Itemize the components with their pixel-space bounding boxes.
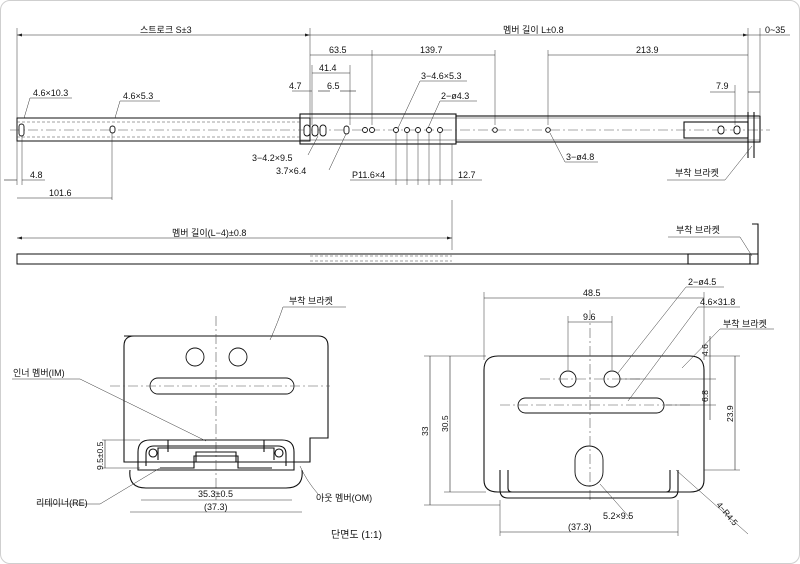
bracket-plate [123,335,329,463]
slot-4-6x5-3-label: 4.6×5.3 [123,91,153,101]
dimension-41-4: 41.4 [319,63,337,73]
slot-3-7x6-4-label: 3.7×6.4 [276,166,306,176]
end-range-dimension: 0~35 [765,25,785,35]
outer-member-label: 아웃 멤버(OM) [316,493,372,503]
bracket-label-detail: 부착 브라켓 [723,319,767,329]
bracket-dimension-9-6: 9.6 [583,312,596,322]
rail-body-right [455,115,761,143]
bracket-holes-2-dia4-5-label: 2−ø4.5 [688,277,716,287]
bracket-dimension-23-9: 23.9 [725,405,735,422]
dimension-12-7: 12.7 [458,170,476,180]
bracket-dimension-48-5: 48.5 [583,288,601,298]
inner-member-rail [16,117,311,142]
holes-3-dia4-8-label: 3−ø4.8 [566,152,594,162]
outer-member-section [137,439,295,471]
side-view: 멤버 길이(L−4)±0.8 부착 브라켓 [16,200,759,265]
slot-hole [18,123,25,137]
dimension-9-5: 9.5±0.5 [95,441,105,470]
pitch-label: P11.6×4 [352,170,385,180]
bracket-slot-5-2x9-5-label: 5.2×9.5 [603,511,633,521]
dimension-213-9: 213.9 [636,45,659,55]
dimension-4-8: 4.8 [30,170,43,180]
bracket-label-top: 부착 브라켓 [675,168,719,178]
cross-section-view: 부착 브라켓 인너 멤버(IM) 9.5±0.5 리테이너(RE) 아웃 멤버(… [12,296,382,541]
bracket-dimension-30-5: 30.5 [440,415,450,432]
member-length-l4-dimension: 멤버 길이(L−4)±0.8 [172,228,246,238]
bracket-detail-plate [483,355,705,493]
slots-3-4-2x9-5-label: 3−4.2×9.5 [252,153,293,163]
bracket-slot-4-6x31-8-label: 4.6×31.8 [700,297,735,307]
dimension-101-6: 101.6 [49,188,72,198]
slot-hole [109,125,116,134]
dimension-139-7: 139.7 [420,45,443,55]
dimension-35-3: 35.3±0.5 [198,489,233,499]
inner-member-label: 인너 멤버(IM) [13,368,65,378]
bracket-label-side: 부착 브라켓 [676,225,720,235]
holes-2-dia4-3-label: 2−ø4.3 [441,91,469,101]
top-elevation-view: 스트로크 S±3 멤버 길이 L±0.8 0~35 63.5 139.7 213… [4,25,790,200]
slot-4-6x10-3-label: 4.6×10.3 [33,88,68,98]
bracket-side-view [687,253,751,265]
holes-3-4-6x5-3-label: 3−4.6×5.3 [421,71,462,81]
bracket-dimension-37-3: (37.3) [568,522,592,532]
bracket-dimension-6-8: 6.8 [700,390,710,402]
stroke-dimension: 스트로크 S±3 [140,25,192,35]
retainer-label: 리테이너(RE) [36,498,88,508]
dimension-37-3-section: (37.3) [204,502,228,512]
bracket-radius-label: 4−R4.5 [714,500,740,528]
bracket-dimension-33: 33 [420,426,430,436]
member-length-dimension: 멤버 길이 L±0.8 [503,25,564,35]
rail-side-view [16,253,759,265]
dimension-7-9: 7.9 [716,81,729,91]
bracket-label-section: 부착 브라켓 [289,296,333,306]
bracket-detail-view: 48.5 2−ø4.5 4.6×31.8 9.6 부착 브라켓 4.6 6.8 … [420,277,774,536]
dimension-63-5: 63.5 [329,45,347,55]
section-title: 단면도 (1:1) [331,529,382,541]
dimension-4-7: 4.7 [289,81,302,91]
dimension-6-5: 6.5 [327,81,340,91]
bracket-dimension-4-6: 4.6 [700,344,710,356]
